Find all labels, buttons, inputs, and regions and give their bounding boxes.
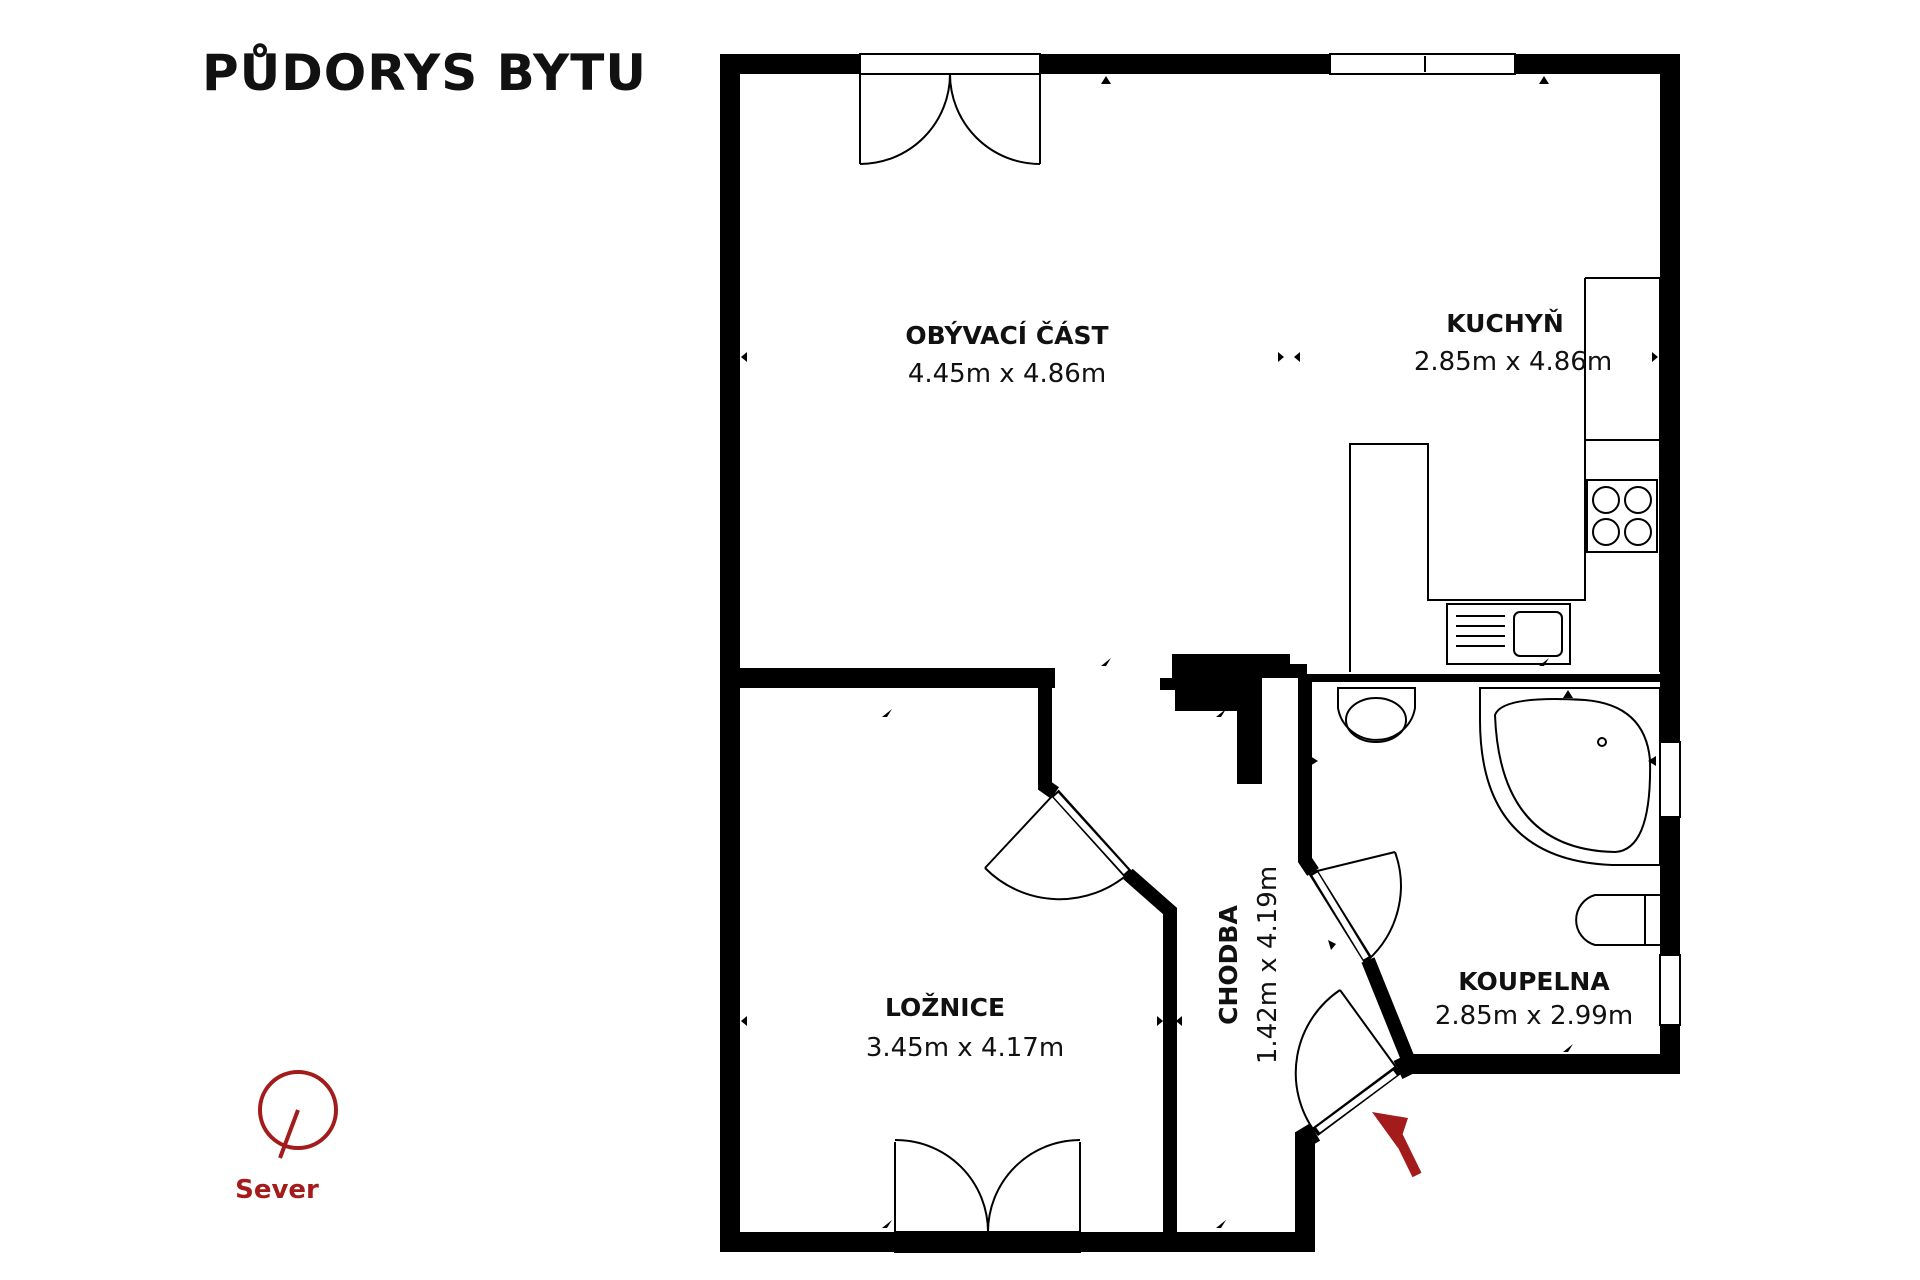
living-balcony-door bbox=[859, 73, 1041, 165]
wall-bedroom-hall-upper bbox=[1038, 678, 1060, 799]
outer-wall-right bbox=[1515, 54, 1680, 742]
compass-icon bbox=[258, 1070, 338, 1159]
kitchen-window bbox=[1329, 53, 1516, 75]
room-dim-living: 4.45m x 4.86m bbox=[908, 359, 1106, 389]
kitchen-fixtures bbox=[1349, 277, 1661, 672]
sink-icon bbox=[1446, 603, 1571, 665]
outer-wall-bottom-right bbox=[1393, 1025, 1680, 1079]
walls bbox=[720, 54, 1680, 1252]
bathroom-fixtures bbox=[1337, 687, 1661, 946]
room-name-bedroom: LOŽNICE bbox=[885, 993, 1005, 1022]
wall-hall-bathroom-left bbox=[1298, 678, 1319, 876]
bathroom-window-lower bbox=[1659, 954, 1681, 1026]
wall-hall-bathroom-diag bbox=[1361, 957, 1417, 1067]
chimney-block bbox=[1160, 654, 1307, 784]
entrance-door bbox=[1294, 989, 1401, 1137]
kitchen-island bbox=[1349, 439, 1661, 672]
room-name-bathroom: KOUPELNA bbox=[1458, 967, 1610, 996]
corner-bathtub-icon bbox=[1479, 687, 1661, 866]
entrance-arrow-icon bbox=[1372, 1112, 1422, 1178]
room-name-hallway: CHODBA bbox=[1214, 905, 1243, 1025]
bedroom-door bbox=[984, 789, 1132, 901]
room-name-kitchen: KUCHYŇ bbox=[1446, 309, 1564, 338]
room-dim-bathroom: 2.85m x 2.99m bbox=[1435, 1001, 1633, 1031]
toilet-icon bbox=[1575, 894, 1660, 946]
doors bbox=[859, 73, 1402, 1233]
compass-label: Sever bbox=[235, 1175, 319, 1205]
living-window bbox=[859, 53, 1041, 75]
dimension-markers bbox=[741, 76, 1658, 1228]
washbasin-icon bbox=[1337, 687, 1416, 743]
bathroom-door bbox=[1308, 851, 1402, 963]
room-name-living: OBÝVACÍ ČÁST bbox=[905, 320, 1108, 350]
wall-bedroom-hall-lower bbox=[1123, 868, 1177, 1242]
cooktop-icon bbox=[1586, 479, 1658, 553]
bedroom-balcony-door bbox=[894, 1138, 1081, 1233]
room-dim-hallway: 1.42m x 4.19m bbox=[1253, 866, 1283, 1064]
room-dim-kitchen: 2.85m x 4.86m bbox=[1414, 347, 1612, 377]
room-labels: OBÝVACÍ ČÁST 4.45m x 4.86m KUCHYŇ 2.85m … bbox=[866, 309, 1633, 1064]
outer-wall-top-left bbox=[720, 54, 1321, 1252]
plan-title: PŮDORYS BYTU bbox=[202, 44, 647, 102]
bathroom-window-upper bbox=[1659, 741, 1681, 818]
room-dim-bedroom: 3.45m x 4.17m bbox=[866, 1033, 1064, 1063]
